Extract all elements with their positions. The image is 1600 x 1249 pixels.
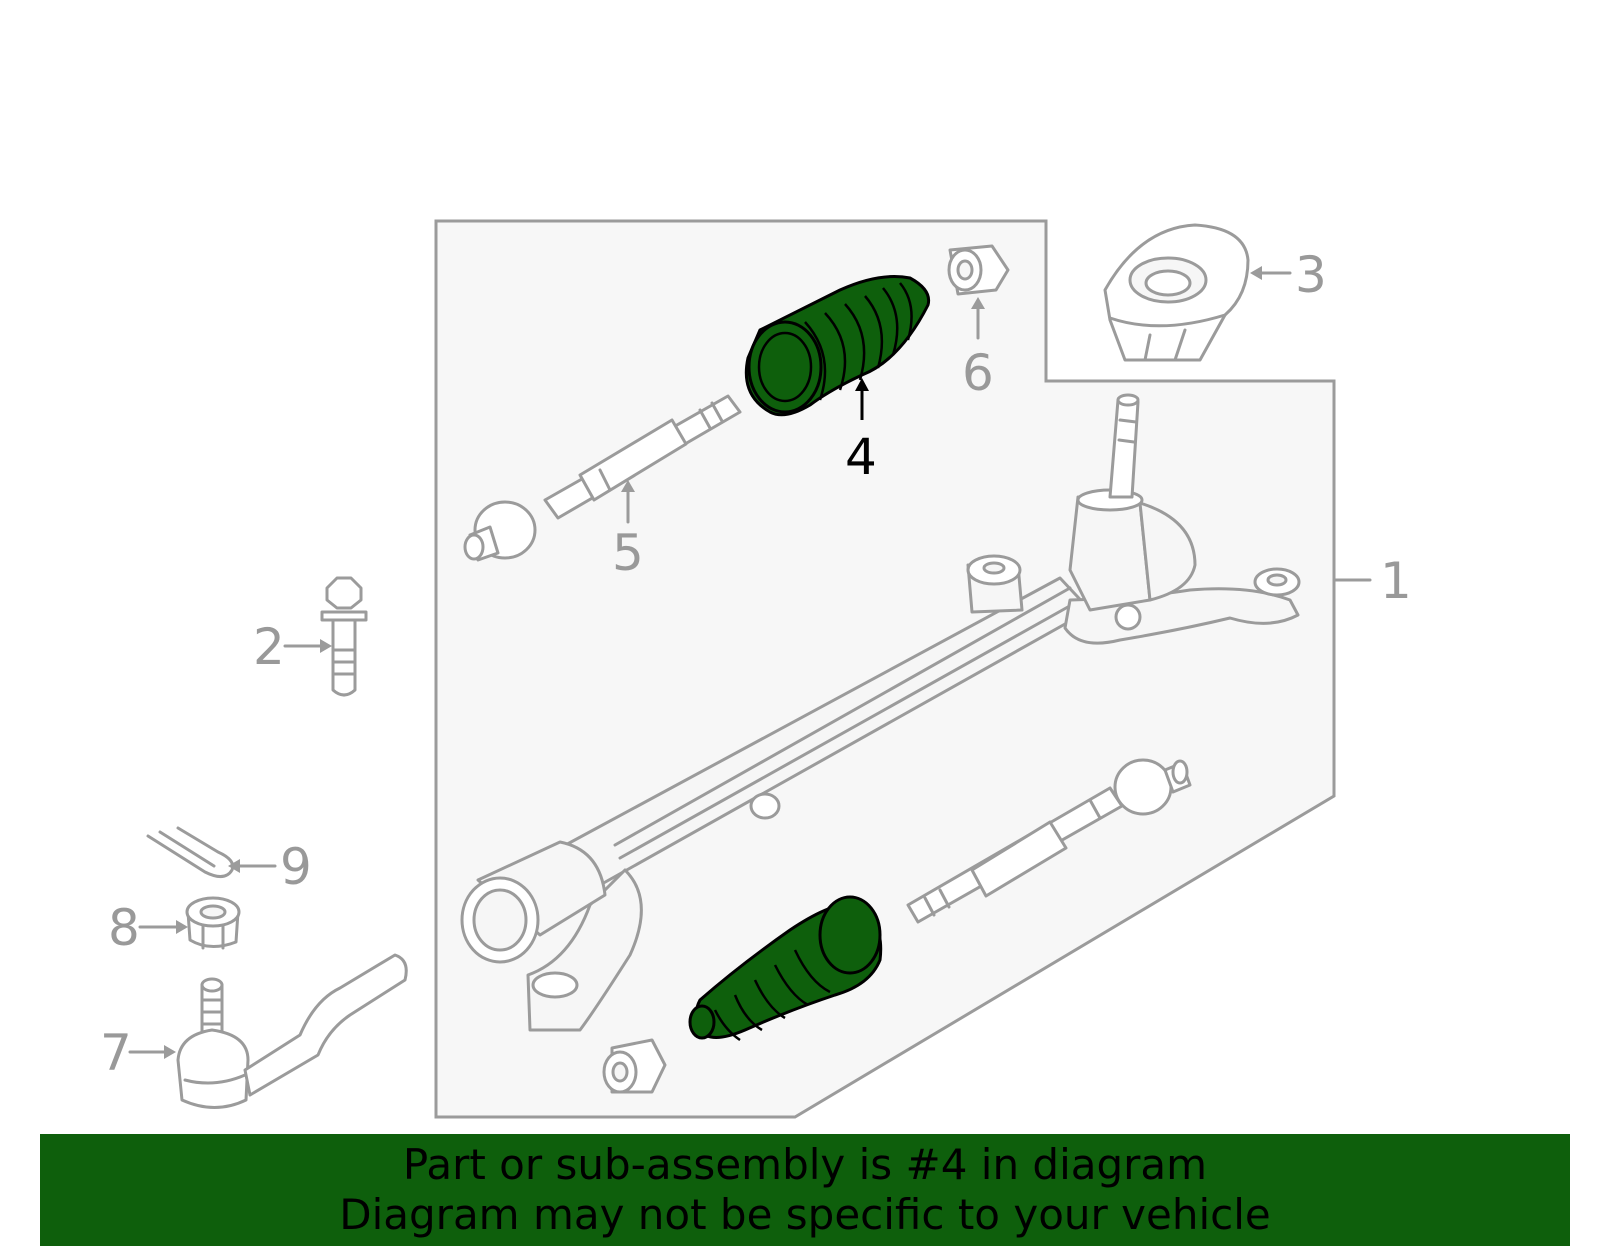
- callout-3: 3: [1295, 246, 1327, 304]
- inner-tie-rod-upper: [463, 394, 742, 562]
- callout-6: 6: [962, 344, 994, 402]
- bushing-upper: [947, 244, 1010, 296]
- callout-9: 9: [280, 838, 312, 896]
- steering-boot-lower: [688, 895, 883, 1042]
- callout-4: 4: [845, 428, 877, 486]
- part-info-banner: Part or sub-assembly is #4 in diagram Di…: [40, 1134, 1570, 1246]
- mount-insulator: [1103, 223, 1250, 362]
- castle-nut: [185, 896, 241, 950]
- banner-line-disclaimer: Diagram may not be specific to your vehi…: [339, 1190, 1271, 1239]
- callout-1: 1: [1380, 552, 1412, 610]
- cotter-pin: [146, 826, 235, 878]
- outer-tie-rod-end: [176, 953, 408, 1109]
- bolt: [320, 576, 368, 697]
- leader-lines: [128, 266, 1372, 1059]
- bushing-lower: [602, 1038, 667, 1094]
- steering-boot-upper: [744, 275, 931, 417]
- banner-line-part: Part or sub-assembly is #4 in diagram: [402, 1140, 1208, 1189]
- callout-5: 5: [612, 524, 644, 582]
- rack-housing: [460, 393, 1301, 1032]
- callout-7: 7: [100, 1024, 132, 1082]
- callout-8: 8: [108, 899, 140, 957]
- inner-tie-rod-lower: [906, 758, 1192, 924]
- callout-2: 2: [253, 618, 285, 676]
